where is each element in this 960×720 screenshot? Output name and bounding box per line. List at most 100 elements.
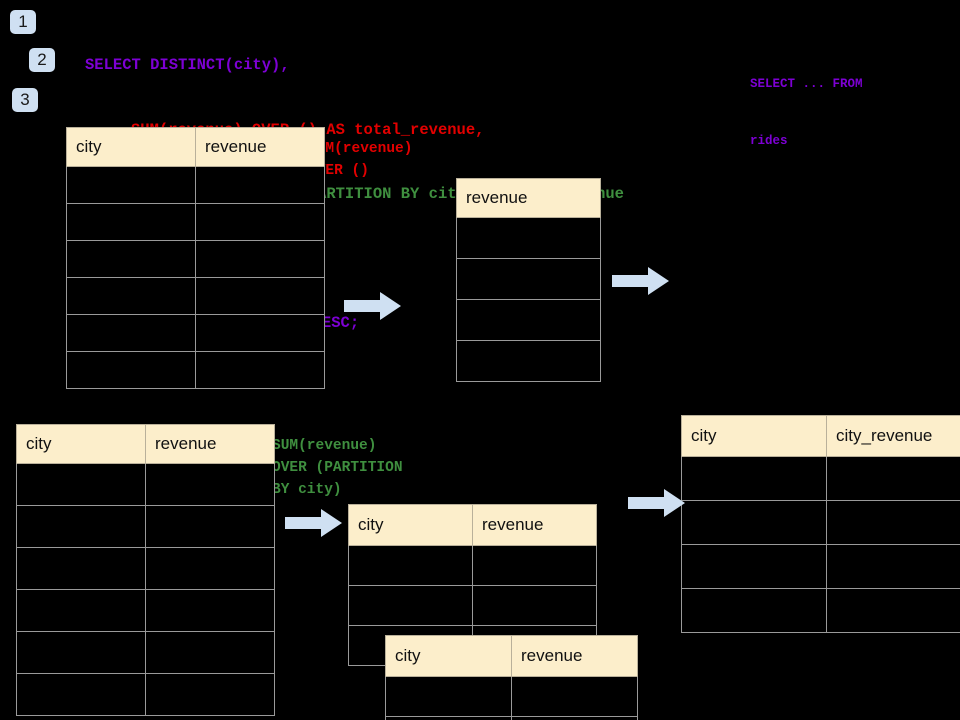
table-row: [66, 203, 325, 241]
column-header-city-revenue: city_revenue: [826, 415, 960, 457]
cell: [16, 505, 146, 548]
cell: [826, 500, 960, 545]
column-header-revenue: revenue: [195, 127, 325, 167]
cell: [195, 166, 325, 204]
table-row: [66, 166, 325, 204]
cell: [681, 500, 827, 545]
table-row: [16, 463, 275, 506]
column-header-revenue: revenue: [472, 504, 597, 546]
cell: [826, 588, 960, 633]
table-row: [66, 314, 325, 352]
cell: [472, 545, 597, 586]
table-row: [16, 589, 275, 632]
table-row: [348, 545, 597, 586]
step-badge-1: 1: [10, 10, 36, 34]
table-row: [456, 217, 601, 259]
column-header-revenue: revenue: [511, 635, 638, 677]
cell: [348, 585, 473, 626]
table-row: [16, 547, 275, 590]
column-header-city: city: [348, 504, 473, 546]
table-revenue-only: revenue: [456, 178, 601, 382]
column-header-revenue: revenue: [145, 424, 275, 464]
table-row: [681, 588, 960, 633]
cell: [472, 585, 597, 626]
cell: [456, 299, 601, 341]
cell: [681, 456, 827, 501]
table-source-bottom: city revenue: [16, 424, 275, 716]
table-row: [16, 673, 275, 716]
cell: [385, 676, 512, 717]
table-row: [681, 500, 960, 545]
cell: [66, 277, 196, 315]
cell: [145, 547, 275, 590]
cell: [195, 240, 325, 278]
cell: [511, 716, 638, 720]
column-header-city: city: [16, 424, 146, 464]
table-row: [16, 505, 275, 548]
column-header-city: city: [385, 635, 512, 677]
cell: [66, 203, 196, 241]
cell: [66, 314, 196, 352]
cell: [66, 240, 196, 278]
cell: [145, 631, 275, 674]
table-row: [456, 340, 601, 382]
arrow-source-to-partition: [285, 509, 342, 537]
cell: [385, 716, 512, 720]
cell: [826, 456, 960, 501]
table-header-row: city revenue: [66, 127, 325, 167]
table-header-row: city revenue: [16, 424, 275, 464]
cell: [195, 351, 325, 389]
cell: [456, 258, 601, 300]
cell: [66, 351, 196, 389]
table-row: [681, 544, 960, 589]
cell: [145, 505, 275, 548]
cell: [456, 340, 601, 382]
cell: [66, 166, 196, 204]
cell: [16, 673, 146, 716]
cell: [145, 673, 275, 716]
table-partition-front: city revenue: [385, 635, 638, 720]
table-row: [385, 676, 638, 717]
table-header-row: city revenue: [385, 635, 638, 677]
cell: [145, 589, 275, 632]
table-row: [66, 277, 325, 315]
cell: [195, 203, 325, 241]
table-header-row: city city_revenue: [681, 415, 960, 457]
table-row: [16, 631, 275, 674]
column-header-revenue: revenue: [456, 178, 601, 218]
step-badge-3: 3: [12, 88, 38, 112]
cell: [195, 277, 325, 315]
step-badge-2: 2: [29, 48, 55, 72]
sql-line-select: SELECT DISTINCT(city),: [85, 56, 290, 74]
cell: [456, 217, 601, 259]
side-note-line-2: rides: [750, 134, 788, 148]
cell: [348, 545, 473, 586]
table-header-row: revenue: [456, 178, 601, 218]
arrow-revenue-to-result: [612, 267, 669, 295]
table-row: [66, 240, 325, 278]
cell: [681, 544, 827, 589]
cell: [16, 589, 146, 632]
table-row: [348, 585, 597, 626]
table-row: [456, 299, 601, 341]
side-note-line-1: SELECT ... FROM: [750, 77, 863, 91]
cell: [145, 463, 275, 506]
arrow-source-to-revenue: [344, 292, 401, 320]
table-header-row: city revenue: [348, 504, 597, 546]
cell: [195, 314, 325, 352]
arrow-partition-to-result: [628, 489, 685, 517]
table-row: [456, 258, 601, 300]
cell: [511, 676, 638, 717]
table-row: [681, 456, 960, 501]
cell: [16, 463, 146, 506]
label-partition-window: SUM(revenue) OVER (PARTITION BY city): [272, 438, 403, 498]
table-row: [66, 351, 325, 389]
column-header-city: city: [681, 415, 827, 457]
cell: [681, 588, 827, 633]
table-result: city city_revenue: [681, 415, 960, 633]
table-row: [385, 716, 638, 720]
cell: [16, 547, 146, 590]
column-header-city: city: [66, 127, 196, 167]
cell: [826, 544, 960, 589]
